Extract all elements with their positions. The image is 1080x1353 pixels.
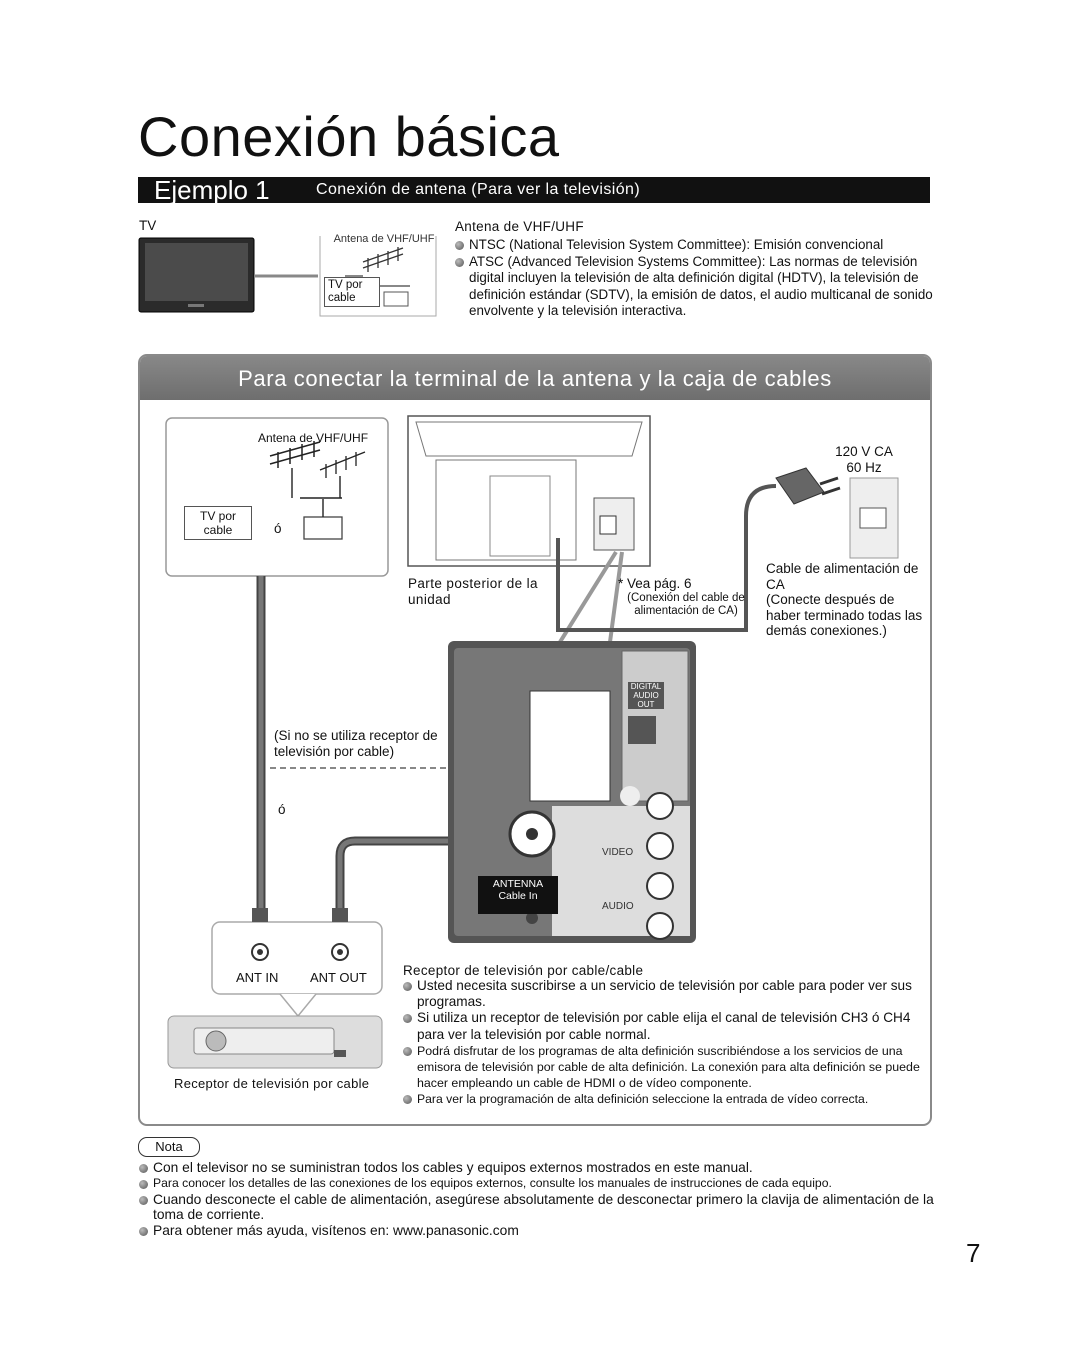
list-item: Con el televisor no se suministran todos… bbox=[138, 1160, 938, 1176]
small-antenna-label: Antena de VHF/UHF bbox=[333, 233, 435, 245]
antenna-info-list: NTSC (National Television System Committ… bbox=[454, 237, 934, 320]
nota-label: Nota bbox=[138, 1137, 200, 1157]
antenna-label: Antena de VHF/UHF bbox=[258, 431, 369, 445]
list-item: ATSC (Advanced Television Systems Commit… bbox=[454, 254, 934, 320]
power-label: 120 V CA 60 Hz bbox=[835, 444, 893, 475]
digital-audio-label: DIGITAL AUDIO OUT bbox=[628, 682, 664, 709]
panel-title: Para conectar la terminal de la antena y… bbox=[238, 366, 832, 391]
page-title: Conexión básica bbox=[138, 105, 560, 168]
example-subtitle: Conexión de antena (Para ver la televisi… bbox=[316, 181, 641, 198]
antenna-info-heading: Antena de VHF/UHF bbox=[455, 219, 584, 234]
see-page-note: (Conexión del cable de alimentación de C… bbox=[627, 592, 745, 617]
list-item: Para ver la programación de alta definic… bbox=[402, 1091, 930, 1107]
list-item: Para conocer los detalles de las conexio… bbox=[138, 1176, 938, 1192]
power-cable-label: Cable de alimentación de CA (Conecte des… bbox=[766, 561, 923, 638]
nota-list: Con el televisor no se suministran todos… bbox=[138, 1160, 938, 1239]
example-label: Ejemplo 1 bbox=[154, 175, 270, 205]
receiver-list: Usted necesita suscribirse a un servicio… bbox=[402, 978, 930, 1107]
receiver-heading: Receptor de televisión por cable/cable bbox=[403, 963, 644, 978]
see-page-label: * Vea pág. 6 bbox=[618, 576, 692, 591]
antenna-terminal-label: ANTENNA Cable In bbox=[492, 878, 544, 902]
list-item: Usted necesita suscribirse a un servicio… bbox=[402, 978, 930, 1010]
ant-in-label: ANT IN bbox=[236, 970, 279, 985]
tv-antenna-small-diagram bbox=[138, 236, 437, 317]
or-label: ó bbox=[274, 521, 282, 536]
list-item: NTSC (National Television System Committ… bbox=[454, 237, 934, 254]
audio-label: AUDIO bbox=[602, 901, 634, 912]
connection-diagram bbox=[165, 415, 899, 1069]
panel-header: Para conectar la terminal de la antena y… bbox=[140, 356, 930, 400]
or-label-2: ó bbox=[278, 802, 286, 817]
no-receiver-note: (Si no se utiliza receptor de televisión… bbox=[274, 728, 438, 759]
page-number: 7 bbox=[966, 1238, 981, 1268]
ant-out-label: ANT OUT bbox=[310, 970, 367, 985]
video-label: VIDEO bbox=[602, 847, 634, 858]
receiver-caption: Receptor de televisión por cable bbox=[174, 1076, 370, 1091]
example-header: Ejemplo 1 Conexión de antena (Para ver l… bbox=[138, 175, 930, 205]
cable-tv-label: TV por cable bbox=[184, 506, 252, 540]
list-item: Si utiliza un receptor de televisión por… bbox=[402, 1010, 930, 1042]
tv-label: TV bbox=[139, 218, 157, 233]
list-item: Cuando desconecte el cable de alimentaci… bbox=[138, 1192, 938, 1224]
rear-label: Parte posterior de la unidad bbox=[408, 576, 538, 607]
list-item: Podrá disfrutar de los programas de alta… bbox=[402, 1043, 930, 1091]
connection-panel: Para conectar la terminal de la antena y… bbox=[138, 354, 932, 1126]
list-item: Para obtener más ayuda, visítenos en: ww… bbox=[138, 1223, 938, 1239]
small-cable-label: TV por cable bbox=[324, 277, 380, 307]
